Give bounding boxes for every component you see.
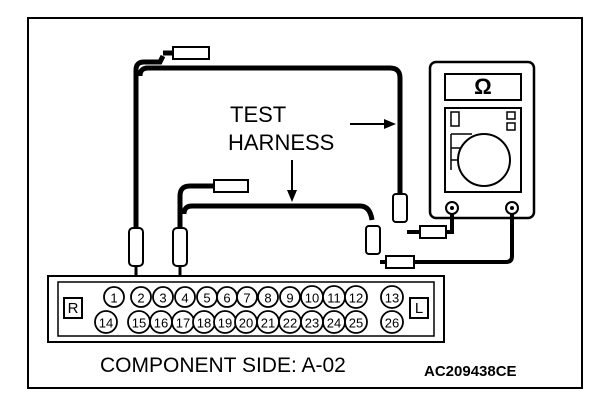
connector-pin-15: 15: [127, 310, 151, 334]
connector-side-r-label: R: [68, 300, 79, 317]
ohmmeter-icon: Ω: [428, 60, 536, 220]
connector-side-l: [409, 297, 429, 319]
connector-pin-7: 7: [236, 286, 258, 308]
pin-circle: [380, 285, 404, 309]
pin-circle: [236, 286, 258, 308]
pin-circle: [130, 286, 152, 308]
connector-pin-20: 20: [234, 310, 258, 334]
pin-number: 5: [203, 291, 210, 306]
pin-circle: [257, 286, 279, 308]
test-harness-wire-2: [181, 203, 375, 221]
connector-pin-18: 18: [192, 310, 216, 334]
probe-connector-lower: [365, 225, 381, 255]
test-harness-label-line1: TEST: [230, 102, 286, 127]
connector-pin-1: 1: [103, 286, 125, 308]
probe-connector-upper: [392, 193, 408, 223]
pin-number: 23: [305, 316, 319, 331]
pin-number: 17: [176, 316, 190, 331]
pin-number: 13: [385, 291, 399, 306]
harness-plug-middle: [213, 179, 249, 193]
connector-pin-14: 14: [94, 310, 118, 334]
arrow-down-icon: [287, 160, 297, 202]
ohm-symbol: Ω: [474, 74, 492, 99]
connector-pin-22: 22: [278, 310, 302, 334]
meter-lead-plug-lower: [385, 255, 415, 269]
pin-number: 14: [99, 316, 113, 331]
diagram-code: AC209438CE: [424, 363, 517, 380]
meter-lead-wire-upper: [446, 214, 454, 234]
ohmmeter-dial: [457, 133, 511, 187]
pin-circle: [344, 285, 368, 309]
pin-number: 7: [243, 291, 250, 306]
pin-circle: [380, 310, 404, 334]
connector-pin-6: 6: [216, 286, 238, 308]
pin-number: 18: [197, 316, 211, 331]
connector-pin-8: 8: [257, 286, 279, 308]
connector-pin-13: 13: [380, 285, 404, 309]
connector-pin-23: 23: [300, 310, 324, 334]
connector-pin-5: 5: [196, 286, 218, 308]
pin-number: 25: [349, 316, 363, 331]
pin-number: 1: [110, 291, 117, 306]
harness-plug-top: [172, 46, 210, 60]
pin-number: 6: [223, 291, 230, 306]
pins-bottom-row: 14 15 16 17 18 19 20 21 22 23 24 25 26: [94, 310, 404, 334]
pin-number: 19: [218, 316, 232, 331]
test-harness-label-line2: HARNESS: [228, 130, 334, 155]
pin-circle: [344, 310, 368, 334]
connector-pin-12: 12: [344, 285, 368, 309]
pin-number: 11: [327, 291, 341, 306]
connector-side-l-label: L: [415, 300, 423, 317]
ohmmeter-display: [444, 73, 522, 101]
ohmmeter-switch: [450, 111, 460, 127]
pin-number: 20: [239, 316, 253, 331]
pin-number: 24: [327, 316, 341, 331]
pin-number: 16: [154, 316, 168, 331]
pin-number: 21: [261, 316, 275, 331]
connector-pin-2: 2: [130, 286, 152, 308]
connector-pin-19: 19: [213, 310, 237, 334]
meter-lead-wire-lower: [414, 214, 514, 264]
test-harness-wire-1: [137, 65, 403, 194]
connector-pin-24: 24: [322, 310, 346, 334]
pin-number: 3: [159, 291, 166, 306]
test-harness-wire-1: [133, 54, 166, 236]
arrow-right-icon: [350, 119, 396, 129]
pin-number: 8: [264, 291, 271, 306]
pin-number: 15: [132, 316, 146, 331]
pin-number: 4: [181, 291, 188, 306]
connector-pin-10: 10: [300, 285, 324, 309]
connector-pin-21: 21: [256, 310, 280, 334]
caption: COMPONENT SIDE: A-02: [100, 354, 346, 377]
pin-circle: [152, 286, 174, 308]
meter-lead-plug-upper: [419, 225, 447, 239]
connector-pin-11: 11: [322, 285, 346, 309]
connector-pin-16: 16: [149, 310, 173, 334]
pin-number: 12: [349, 291, 363, 306]
connector-pin-4: 4: [174, 286, 196, 308]
connector-pin-9: 9: [279, 286, 301, 308]
pin-circle: [94, 310, 118, 334]
ohmmeter-button-b: [506, 122, 516, 131]
pin-number: 10: [305, 291, 319, 306]
ohmmeter-button-a: [506, 111, 516, 120]
pin-circle: [174, 286, 196, 308]
pin-number: 22: [283, 316, 297, 331]
connector-pin-25: 25: [344, 310, 368, 334]
pin-number: 2: [137, 291, 144, 306]
connector-pin-3: 3: [152, 286, 174, 308]
connector-pin-26: 26: [380, 310, 404, 334]
pin-circle: [279, 286, 301, 308]
pin-circle: [103, 286, 125, 308]
test-harness-wire-2: [177, 183, 206, 236]
pin-number: 26: [385, 316, 399, 331]
connector-pin-17: 17: [171, 310, 195, 334]
pin-number: 9: [286, 291, 293, 306]
diagram-frame: [27, 17, 583, 389]
connector-side-r: [63, 297, 83, 319]
